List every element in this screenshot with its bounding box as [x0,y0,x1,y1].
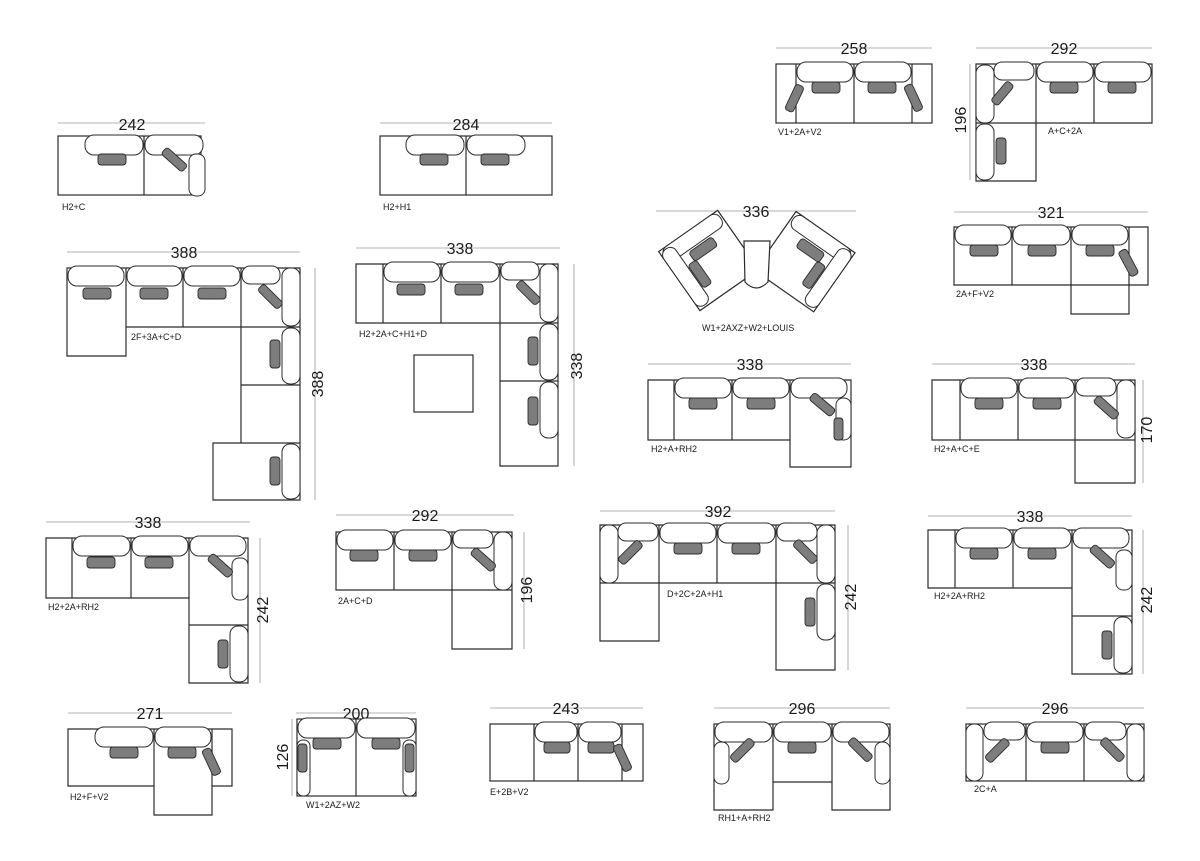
width-dimension: 338 [135,515,162,532]
config-code: E+2B+V2 [490,787,529,797]
depth-dimension: 170 [1139,417,1156,444]
config-c7: 336 W1+2AXZ+W2+LOUIS [656,204,856,333]
config-c1: 242 H2+C [57,117,206,212]
width-dimension: 242 [119,117,146,134]
width-dimension: 284 [453,117,480,134]
config-code: RH1+A+RH2 [718,813,771,823]
width-dimension: 321 [1038,205,1065,222]
width-dimension: 338 [1017,509,1044,526]
config-code: A+C+2A [1048,126,1082,136]
config-c8: 321 2A+F+V2 [953,205,1149,315]
width-dimension: 338 [447,241,474,258]
width-dimension: 338 [737,357,764,374]
config-c19: 296 2C+A [965,701,1145,794]
config-c12: 292 196 2A+C+D [335,508,536,650]
config-code: W1+2AXZ+W2+LOUIS [702,323,794,333]
width-dimension: 258 [841,41,868,58]
config-c3: 258 V1+2A+V2 [775,41,933,137]
config-code: 2F+3A+C+D [131,332,182,342]
config-c9: 338 H2+A+RH2 [647,357,852,468]
config-code: D+2C+2A+H1 [667,589,723,599]
depth-dimension: 242 [255,597,272,624]
width-dimension: 292 [412,508,439,525]
width-dimension: 292 [1051,41,1078,58]
config-c10: 338 170 H2+A+C+E [931,357,1156,484]
config-code: H2+A+RH2 [651,444,697,454]
width-dimension: 338 [1021,357,1048,374]
config-code: 2A+F+V2 [956,289,994,299]
config-c2: 284 H2+H1 [379,117,553,212]
config-c5: 388 388 2F+3A+C+D [66,245,327,501]
config-c11: 338 242 H2+2A+RH2 [45,515,272,684]
width-dimension: 243 [553,701,580,718]
depth-dimension: 242 [843,584,860,611]
config-c14: 338 242 H2+2A+RH2 [927,509,1156,675]
width-dimension: 296 [789,701,816,718]
config-c15: 271 H2+F+V2 [67,706,233,816]
width-dimension: 392 [705,504,732,521]
config-code: H2+H1 [383,202,411,212]
config-code: H2+F+V2 [70,792,109,802]
width-dimension: 388 [171,245,198,262]
config-c4: 292 196 A+C+2A [953,41,1153,182]
config-code: H2+2A+C+H1+D [359,329,428,339]
config-c13: 392 242 D+2C+2A+H1 [599,504,860,671]
config-c17: 243 E+2B+V2 [489,701,644,797]
width-dimension: 296 [1042,701,1069,718]
config-code: H2+A+C+E [934,444,980,454]
config-c16: 200 126 W1+2AZ+W2 [275,706,417,810]
config-c6: 338 338 H2+2A+C+H1+D [355,241,586,467]
depth-dimension: 196 [953,107,970,134]
config-c18: 296 RH1+A+RH2 [713,701,891,823]
depth-dimension: 242 [1139,587,1156,614]
width-dimension: 271 [137,706,164,723]
depth-dimension: 388 [310,371,327,398]
config-code: H2+2A+RH2 [48,602,99,612]
config-code: V1+2A+V2 [778,127,822,137]
config-code: 2C+A [974,784,997,794]
depth-dimension: 338 [569,353,586,380]
config-code: W1+2AZ+W2 [306,800,360,810]
config-code: H2+C [62,202,86,212]
depth-dimension: 126 [275,744,292,771]
width-dimension: 336 [743,204,770,221]
config-code: 2A+C+D [338,596,373,606]
depth-dimension: 196 [519,577,536,604]
config-code: H2+2A+RH2 [934,591,985,601]
